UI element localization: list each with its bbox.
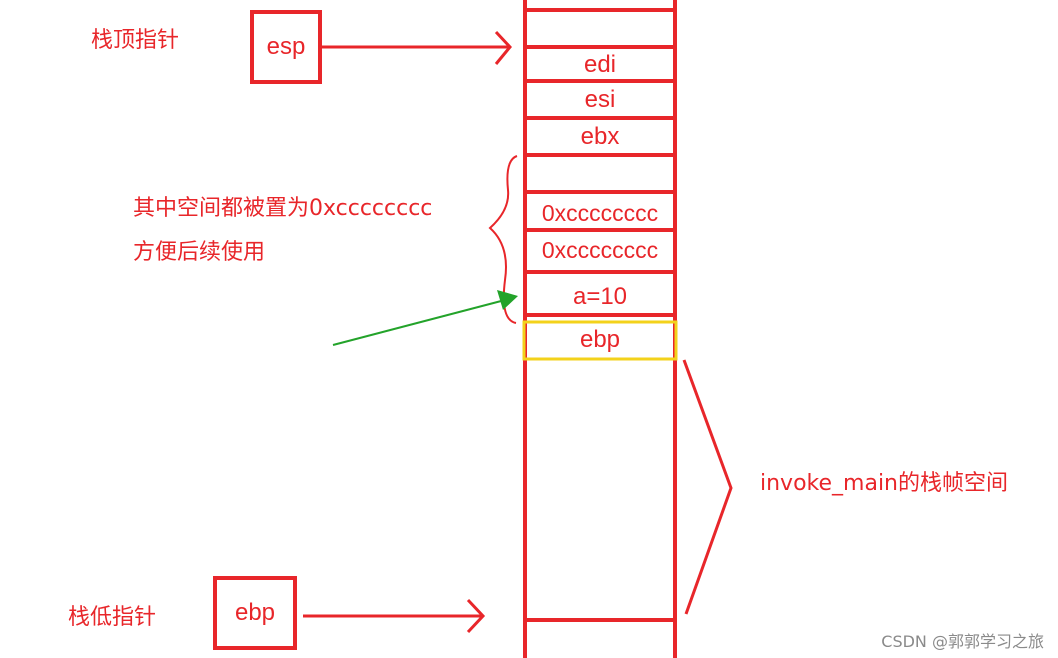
watermark: CSDN @郭郭学习之旅 bbox=[881, 632, 1044, 651]
stack-cell-fill-2: 0xcccccccc bbox=[541, 237, 659, 263]
stack-cell-esi: esi bbox=[584, 86, 616, 113]
stack-cell-edi: edi bbox=[583, 51, 617, 78]
green-arrow-head bbox=[497, 290, 518, 310]
esp-register-label: esp bbox=[266, 33, 306, 60]
esp-register-box: esp bbox=[250, 10, 322, 84]
fill-note-line1: 其中空间都被置为0xcccccccc bbox=[133, 196, 433, 221]
green-arrow-shaft bbox=[332, 299, 506, 346]
ebp-register-box: ebp bbox=[213, 576, 297, 650]
invoke-main-frame-label: invoke_main的栈帧空间 bbox=[760, 471, 1008, 496]
stack-cell-fill-1: 0xcccccccc bbox=[541, 200, 659, 226]
ebp-slot-highlight bbox=[522, 320, 678, 361]
stack-top-pointer-label: 栈顶指针 bbox=[91, 28, 180, 53]
frame-bracket bbox=[682, 359, 733, 615]
esp-arrow-head bbox=[494, 30, 512, 65]
stack-cell-local-a: a=10 bbox=[572, 283, 628, 310]
stack-cell-ebx: ebx bbox=[580, 123, 620, 150]
ebp-register-label: ebp bbox=[234, 599, 276, 626]
ebp-arrow-head bbox=[466, 598, 486, 634]
fill-note-line2: 方便后续使用 bbox=[133, 240, 266, 265]
stack-cell-saved-ebp: ebp bbox=[579, 326, 621, 353]
stack-bottom-pointer-label: 栈低指针 bbox=[68, 605, 157, 630]
